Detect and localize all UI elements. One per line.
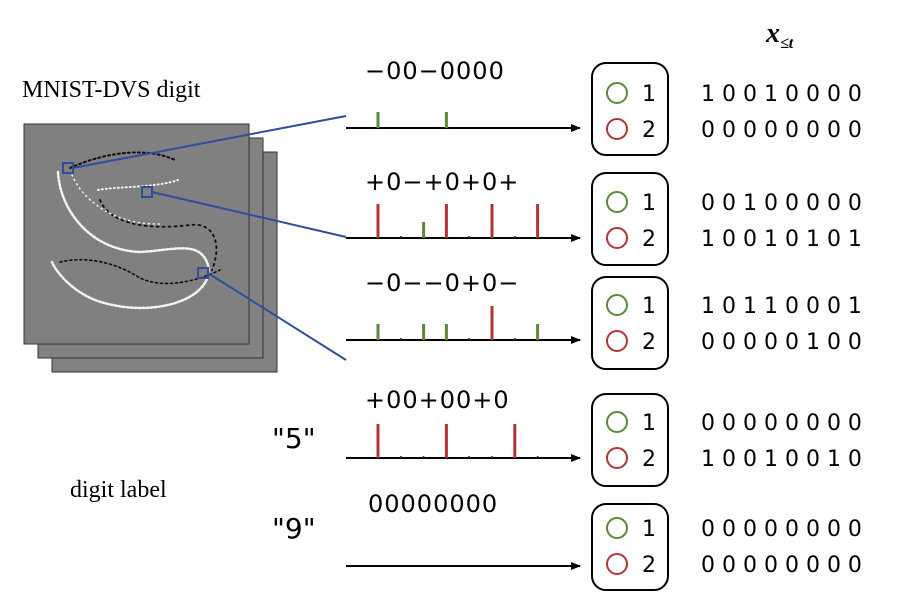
neuron-index: 1 bbox=[642, 82, 656, 107]
no-spike-tick bbox=[400, 236, 402, 238]
connector-3 bbox=[207, 272, 347, 361]
connector-2 bbox=[151, 191, 347, 238]
no-spike-tick bbox=[491, 456, 493, 458]
no-spike-tick bbox=[536, 456, 539, 458]
red-neuron-icon bbox=[606, 553, 628, 575]
output-header-subscript: ≤t bbox=[780, 35, 794, 52]
no-spike-tick bbox=[514, 236, 516, 238]
neuron-index: 1 bbox=[642, 517, 656, 542]
output-bits: 1 0 0 1 0 0 1 0 bbox=[701, 447, 862, 472]
green-neuron-icon bbox=[606, 411, 628, 433]
spike-track bbox=[376, 112, 448, 128]
spike-sequence: −0−−0+0− bbox=[365, 269, 519, 297]
output-neurons-box bbox=[591, 62, 669, 156]
no-spike-tick bbox=[400, 456, 402, 458]
no-spike-tick bbox=[468, 456, 470, 458]
green-neuron-icon bbox=[606, 517, 628, 539]
neuron-index: 2 bbox=[642, 118, 656, 143]
neuron-index: 2 bbox=[642, 330, 656, 355]
output-header-symbol: x bbox=[765, 18, 780, 49]
output-header: x≤t bbox=[765, 18, 794, 52]
spike-sequence: 00000000 bbox=[368, 490, 498, 518]
green-neuron-icon bbox=[606, 191, 628, 213]
output-bits: 0 0 0 0 0 0 0 0 bbox=[701, 517, 862, 542]
red-neuron-icon bbox=[606, 227, 628, 249]
output-bits: 1 0 0 1 0 0 0 0 bbox=[701, 82, 862, 107]
event-frame-front bbox=[23, 123, 250, 345]
row-1: +0−+0+0+ 1 2 0 0 1 0 0 0 0 0 1 0 0 1 0 1… bbox=[346, 168, 862, 266]
row-0: −00−0000 1 2 1 0 0 1 0 0 0 0 0 0 0 0 0 0… bbox=[346, 57, 862, 156]
no-spike-tick bbox=[514, 338, 516, 340]
output-bits: 0 0 0 0 0 0 0 0 bbox=[701, 411, 862, 436]
neuron-index: 1 bbox=[642, 191, 656, 216]
green-neuron-icon bbox=[606, 82, 628, 104]
output-bits: 1 0 0 1 0 1 0 1 bbox=[701, 227, 862, 252]
output-neurons-box bbox=[591, 393, 669, 487]
spike-track bbox=[376, 204, 540, 238]
no-spike-tick bbox=[400, 338, 402, 340]
neuron-index: 2 bbox=[642, 447, 656, 472]
spike-sequence: +00+00+0 bbox=[365, 386, 510, 414]
output-neurons-box bbox=[591, 172, 669, 266]
neuron-index: 2 bbox=[642, 553, 656, 578]
red-neuron-icon bbox=[606, 447, 628, 469]
neuron-index: 2 bbox=[642, 227, 656, 252]
output-neurons-box bbox=[591, 276, 669, 370]
output-bits: 1 0 1 1 0 0 0 1 bbox=[701, 294, 862, 319]
spike-track bbox=[376, 424, 539, 458]
no-spike-tick bbox=[422, 456, 425, 458]
row-3: +00+00+0 "5" 1 2 0 0 0 0 0 0 0 0 1 0 0 1… bbox=[272, 386, 862, 487]
digit-label-caption: digit label bbox=[70, 477, 167, 503]
neuron-index: 1 bbox=[642, 411, 656, 436]
no-spike-tick bbox=[468, 338, 470, 340]
green-neuron-icon bbox=[606, 294, 628, 316]
spike-sequence: −00−0000 bbox=[365, 57, 505, 85]
neuron-index: 1 bbox=[642, 294, 656, 319]
digit-label-5: "5" bbox=[272, 422, 316, 455]
pixel-connectors bbox=[72, 115, 347, 361]
no-spike-tick bbox=[468, 236, 470, 238]
row-2: −0−−0+0− 1 2 1 0 1 1 0 0 0 1 0 0 0 0 0 1… bbox=[346, 269, 862, 370]
digit-label-9: "9" bbox=[272, 512, 316, 545]
red-neuron-icon bbox=[606, 330, 628, 352]
output-neurons-box bbox=[591, 503, 669, 591]
output-bits: 0 0 1 0 0 0 0 0 bbox=[701, 191, 862, 216]
output-bits: 0 0 0 0 0 1 0 0 bbox=[701, 330, 862, 355]
red-neuron-icon bbox=[606, 118, 628, 140]
row-4: 00000000 "9" 1 2 0 0 0 0 0 0 0 0 0 0 0 0… bbox=[272, 490, 862, 591]
spike-sequence: +0−+0+0+ bbox=[365, 168, 519, 196]
spike-track bbox=[376, 306, 540, 340]
connector-1 bbox=[72, 115, 347, 169]
output-bits: 0 0 0 0 0 0 0 0 bbox=[701, 118, 862, 143]
digit-five-events bbox=[50, 151, 221, 310]
output-bits: 0 0 0 0 0 0 0 0 bbox=[701, 553, 862, 578]
panel-title: MNIST-DVS digit bbox=[22, 77, 201, 103]
event-frame-stack bbox=[23, 123, 278, 373]
